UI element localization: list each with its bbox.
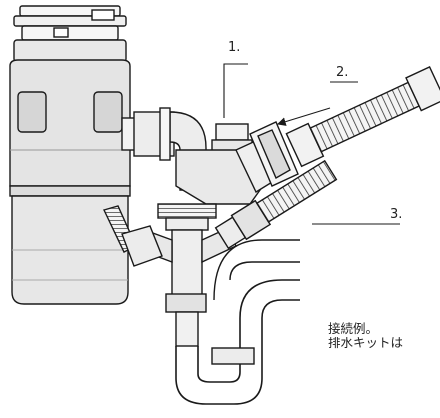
- arrow-icon: [276, 107, 331, 126]
- corrugated-hose: [285, 65, 440, 168]
- disposer-unit: [9, 5, 131, 305]
- callout-3-label: 3.: [390, 207, 402, 222]
- callout-2-label: 2.: [336, 65, 348, 80]
- left-barb-inlet: [103, 205, 163, 267]
- y-fitting: [175, 121, 299, 205]
- callout-1-label: 1.: [228, 40, 240, 55]
- callout-leaders: [223, 63, 400, 225]
- drain-hose: [214, 159, 338, 250]
- leader-1: [223, 63, 248, 118]
- p-trap: [175, 239, 300, 405]
- caption-line-2: 排水キットは: [328, 337, 404, 350]
- caption-line-1: 接続例。: [328, 321, 379, 336]
